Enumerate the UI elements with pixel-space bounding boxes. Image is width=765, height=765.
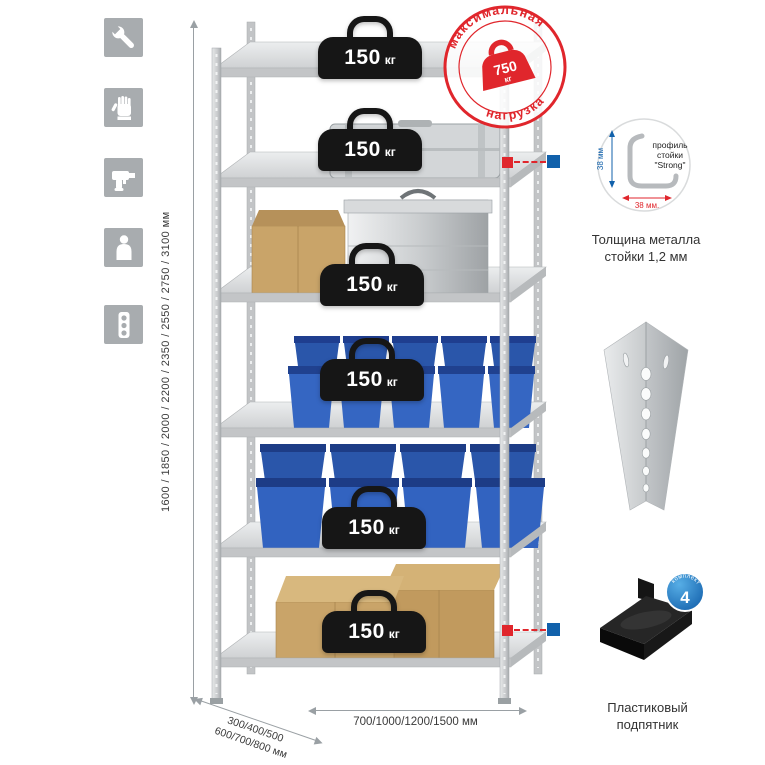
max-load-stamp: максимальная нагрузка 750 кг	[438, 0, 567, 129]
shelf-load-unit: кг	[384, 145, 396, 159]
width-dimension-label: 700/1000/1200/1500 мм	[353, 716, 478, 728]
plastic-foot-shape	[600, 578, 692, 660]
weight-handle-icon	[351, 590, 397, 614]
shelf-load-value: 150	[348, 620, 385, 643]
weight-handle-icon	[351, 486, 397, 510]
weight-handle-icon	[347, 16, 393, 40]
shelf-load-value: 150	[344, 138, 381, 161]
height-dimension-label: 1600 / 1850 / 2000 / 2200 / 2350 / 2550 …	[160, 211, 172, 513]
profile-dim-vertical: 38 мм	[596, 148, 605, 170]
profile-dim-horizontal: 38 мм.	[635, 201, 659, 210]
marker-dashed-line	[514, 161, 546, 163]
drill-icon	[111, 170, 135, 191]
arrow-down-icon	[190, 697, 198, 705]
profile-label-line2: стойки	[657, 150, 683, 160]
shelf-load-unit: кг	[388, 523, 400, 537]
shelf-load-unit: кг	[386, 280, 398, 294]
height-dimension-line	[193, 26, 194, 698]
weight-handle-icon	[347, 108, 393, 132]
shelf-load-unit: кг	[384, 53, 396, 67]
feature-drill	[104, 158, 143, 197]
feature-wrench	[104, 18, 143, 57]
arrow-right-icon	[519, 706, 527, 715]
shelf-load-value: 150	[348, 516, 385, 539]
shelf-load-unit: кг	[386, 375, 398, 389]
feature-gloves	[104, 88, 143, 127]
profile-label-line1: профиль	[652, 140, 688, 150]
weight-handle-icon	[349, 243, 395, 267]
profile-label-line3: "Strong"	[654, 160, 685, 170]
foot-caption: Пластиковый подпятник	[607, 700, 688, 732]
plastic-foot-image: в комплекте 4	[588, 572, 705, 660]
profile-caption: Толщина металла стойки 1,2 мм	[591, 232, 701, 264]
person-icon	[116, 234, 131, 260]
shelf-load-value: 150	[346, 368, 383, 391]
arrow-left-icon	[308, 706, 316, 715]
shelf-load-value: 150	[344, 46, 381, 69]
badge-value: 4	[680, 588, 690, 607]
front-posts	[210, 47, 511, 704]
profile-drawing	[627, 133, 679, 189]
shelf-load-unit: кг	[388, 627, 400, 641]
marker-dashed-line	[514, 629, 546, 631]
width-dimension-line	[313, 710, 521, 711]
stamp-load-unit: кг	[503, 74, 513, 85]
angle-post-image	[603, 321, 689, 511]
weight-handle-icon	[349, 338, 395, 362]
shelf-load-value: 150	[346, 273, 383, 296]
wrench-icon	[108, 22, 134, 48]
profile-callout: 38 мм 38 мм. профиль стойки "Strong"	[596, 118, 691, 212]
power-strip-icon	[118, 311, 129, 338]
marker-red-square	[502, 157, 513, 168]
gloves-icon	[111, 95, 131, 120]
feature-person	[104, 228, 143, 267]
arrow-up-icon	[190, 20, 198, 28]
marker-blue-square	[547, 623, 560, 636]
marker-blue-square	[547, 155, 560, 168]
stamp-weight-icon: 750 кг	[482, 39, 536, 91]
marker-red-square	[502, 625, 513, 636]
feature-power-strip	[104, 305, 143, 344]
stamp-load-value: 750	[492, 57, 519, 78]
